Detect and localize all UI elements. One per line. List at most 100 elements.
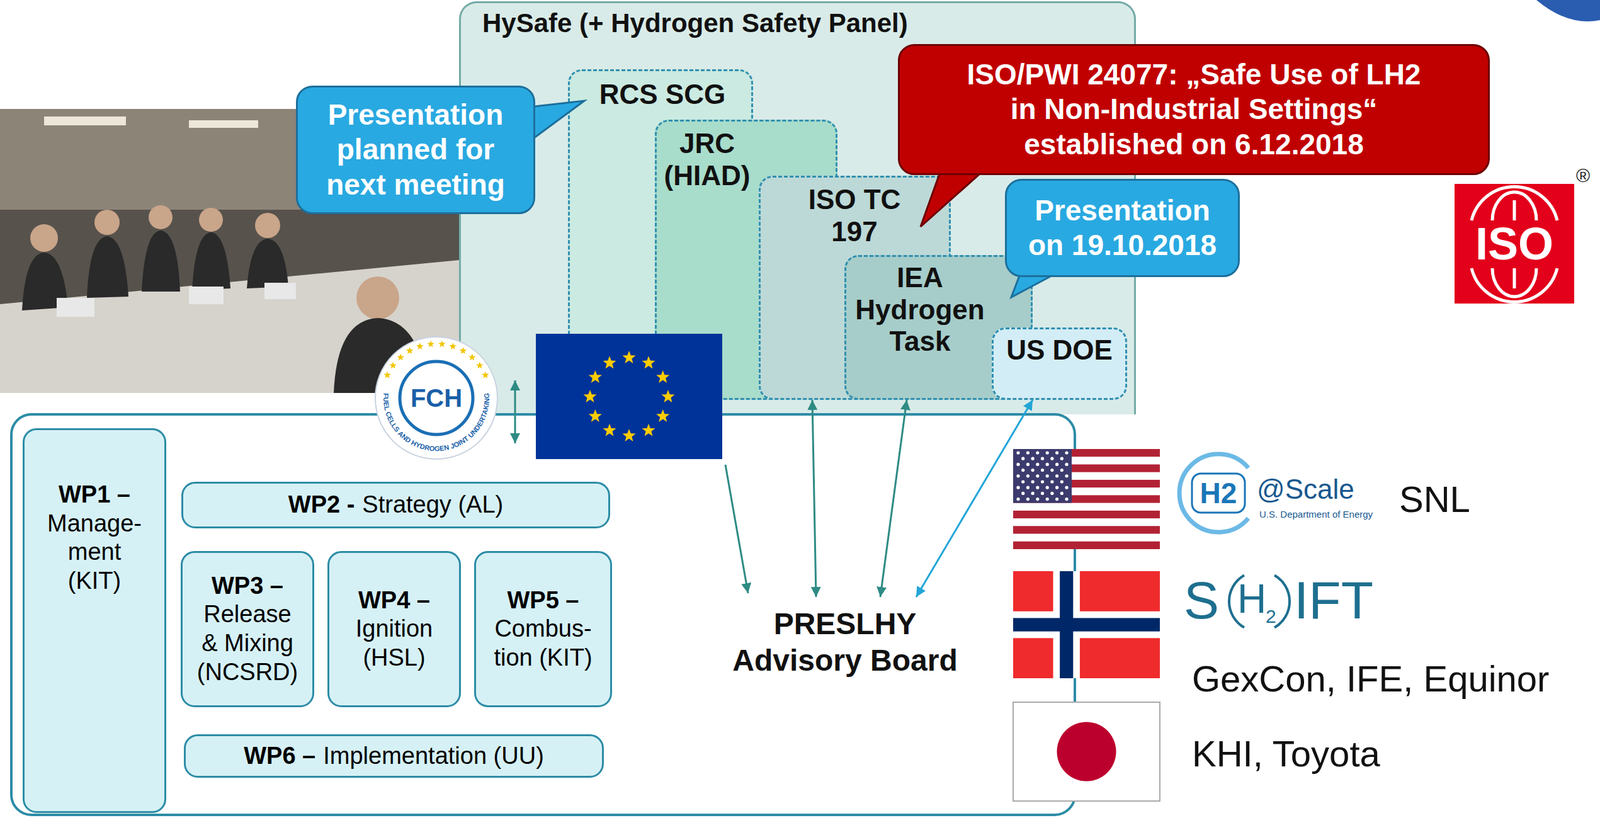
iso-logo-part-part bbox=[1492, 192, 1537, 221]
shift-logo-part bbox=[1274, 574, 1290, 628]
us-flag-part-part bbox=[1064, 486, 1068, 490]
us-flag-part-part bbox=[1045, 462, 1050, 466]
us-flag-part-part bbox=[1021, 468, 1025, 472]
japan-flag-part bbox=[1057, 722, 1117, 782]
us-flag-part bbox=[1013, 448, 1160, 550]
us-flag-part-part bbox=[1031, 491, 1035, 495]
work-package-box: WP3 –Release & Mixing (NCSRD) bbox=[180, 550, 315, 708]
box-heading: PRESLHY Advisory Board bbox=[715, 605, 975, 679]
logo-text: 2 bbox=[1265, 605, 1277, 628]
us-flag-part-part bbox=[1013, 479, 1160, 488]
box-heading: ISO TC 197 bbox=[791, 183, 918, 248]
logo-text: FCH bbox=[410, 383, 463, 413]
meeting-photo-part-part bbox=[255, 212, 281, 239]
us-flag-part-part bbox=[1055, 497, 1059, 501]
logo-text: H bbox=[1237, 576, 1267, 623]
us-flag-part-part bbox=[1031, 479, 1035, 483]
us-flag-part-part bbox=[1013, 510, 1160, 519]
meeting-photo-part-part bbox=[356, 276, 400, 320]
meeting-photo-part-part bbox=[94, 209, 120, 235]
us-flag-part-part bbox=[1031, 468, 1035, 472]
iso-logo-part-part bbox=[1492, 268, 1537, 297]
callout-box: Presentation on 19.10.2018 bbox=[1004, 178, 1240, 278]
box-heading: WP2 - bbox=[288, 490, 356, 520]
h2scale-logo bbox=[1179, 453, 1249, 533]
work-package-box: WP5 –Combus- tion (KIT) bbox=[474, 550, 613, 708]
meeting-photo-part-part bbox=[333, 317, 429, 393]
us-flag-part-part bbox=[1035, 474, 1039, 478]
meeting-photo-part-part bbox=[30, 224, 58, 252]
us-flag-part-part bbox=[1021, 457, 1025, 461]
box-heading: RCS SCG bbox=[582, 78, 743, 111]
meeting-photo-part-part bbox=[141, 230, 181, 292]
meeting-photo-part-part bbox=[56, 297, 95, 317]
us-flag-part-part bbox=[1055, 474, 1059, 478]
us-flag-part-part bbox=[1060, 457, 1064, 461]
us-flag-part-part bbox=[1026, 497, 1030, 501]
us-flag-part bbox=[1016, 450, 1068, 501]
us-flag-part-part bbox=[1013, 494, 1160, 503]
fch-logo-part-part bbox=[406, 346, 414, 354]
us-flag-part-part bbox=[1035, 462, 1039, 466]
us-flag-part-part bbox=[1026, 486, 1030, 490]
meeting-photo-part-part bbox=[192, 232, 231, 291]
eu-flag-part-part bbox=[622, 428, 636, 442]
connector-arrow bbox=[812, 399, 817, 597]
fch-logo-part-part bbox=[416, 342, 424, 350]
box-heading: WP6 – bbox=[243, 741, 316, 771]
us-flag-part-part bbox=[1040, 468, 1044, 472]
shift-logo bbox=[1229, 574, 1290, 628]
iso-logo bbox=[1454, 183, 1575, 304]
us-flag-part-part bbox=[1035, 486, 1039, 490]
box-text: Manage- ment (KIT) bbox=[44, 509, 145, 596]
box-heading: WP1 – bbox=[44, 480, 145, 510]
callout-box: ISO/PWI 24077: „Safe Use of LH2 in Non-I… bbox=[897, 44, 1490, 176]
h2scale-logo-part bbox=[1191, 473, 1245, 513]
us-flag-part-part bbox=[1013, 541, 1160, 550]
us-flag-part-part bbox=[1026, 450, 1030, 454]
us-flag-part-part bbox=[1021, 479, 1025, 483]
iso-logo-part-part bbox=[1471, 187, 1558, 221]
us-flag-part-part bbox=[1050, 457, 1054, 461]
box-text: Implementation (UU) bbox=[323, 741, 545, 771]
meeting-photo-part bbox=[188, 120, 259, 128]
japan-flag bbox=[1013, 702, 1160, 801]
advisory-board: PRESLHY Advisory Board bbox=[706, 596, 984, 687]
connector-arrow bbox=[880, 399, 907, 597]
box-heading: WP5 – bbox=[484, 586, 603, 616]
box-heading: WP3 – bbox=[193, 571, 301, 601]
logo-text: @Scale bbox=[1256, 473, 1355, 506]
us-flag-part-part bbox=[1040, 479, 1044, 483]
us-flag-part-part bbox=[1021, 491, 1025, 495]
us-flag-part-part bbox=[1026, 462, 1030, 466]
logo-text: H2 bbox=[1200, 476, 1238, 511]
partner-name: SNL bbox=[1399, 478, 1471, 521]
us-flag-part-part bbox=[1026, 474, 1030, 478]
us-flag-part-part bbox=[1060, 468, 1064, 472]
logo-text: ISO bbox=[1475, 217, 1554, 271]
norway-flag-part bbox=[1053, 571, 1080, 679]
us-flag-part-part bbox=[1050, 468, 1054, 472]
meeting-photo-part bbox=[30, 205, 400, 320]
meeting-photo-part-part bbox=[86, 236, 129, 298]
box-heading: Presentation on 19.10.2018 bbox=[1021, 193, 1224, 263]
us-flag bbox=[1013, 448, 1160, 550]
work-package-box: WP4 –Ignition (HSL) bbox=[327, 550, 461, 708]
iso-logo-part bbox=[1471, 187, 1558, 303]
meeting-photo-part-part bbox=[148, 205, 173, 230]
us-flag-part-part bbox=[1050, 479, 1054, 483]
us-flag-part-part bbox=[1060, 491, 1064, 495]
us-flag-part-part bbox=[1064, 462, 1068, 466]
logo-text: S bbox=[1183, 569, 1220, 631]
norway-flag-part bbox=[1013, 617, 1160, 631]
iso-logo-part bbox=[1454, 183, 1575, 304]
box-text: Combus- tion (KIT) bbox=[484, 614, 603, 672]
eu-flag-part-part bbox=[642, 423, 656, 437]
meeting-photo-part-part bbox=[264, 282, 296, 300]
logo-subtitle: U.S. Department of Energy bbox=[1259, 508, 1373, 520]
h2scale-logo-part bbox=[1179, 453, 1249, 533]
us-flag-part-part bbox=[1016, 497, 1020, 501]
us-flag-part-part bbox=[1013, 464, 1160, 472]
fch-logo-part-part bbox=[438, 340, 446, 348]
box-heading: JRC (HIAD) bbox=[656, 127, 758, 192]
